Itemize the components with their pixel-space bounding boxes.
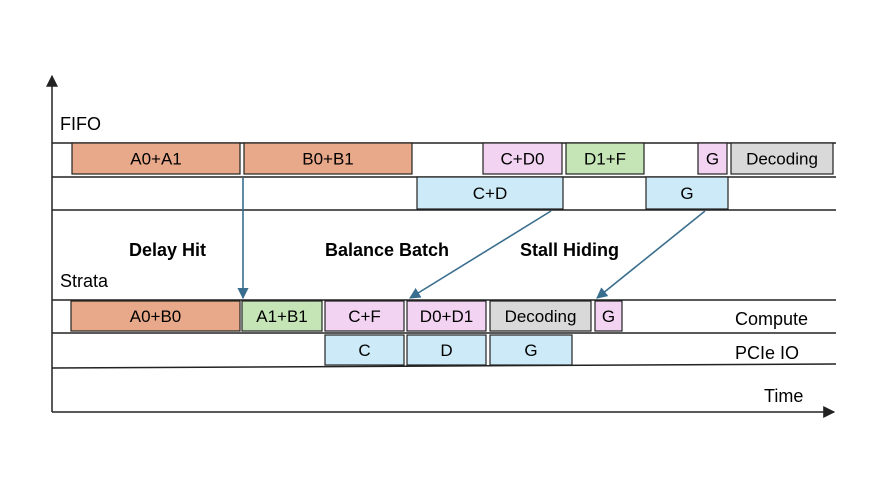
- strata-io-block-label-0: C: [358, 341, 370, 360]
- strata-compute-block-label-5: G: [602, 307, 615, 326]
- strata-compute-block-label-4: Decoding: [505, 307, 577, 326]
- fifo-io-block-label-0: C+D: [473, 184, 507, 203]
- fifo-compute-block-0: [71, 142, 241, 175]
- strata-compute-block-2: [324, 300, 405, 332]
- strata-compute-lane: A0+B0 A1+B1 C+F D0+D1 Decoding G: [70, 300, 623, 332]
- fifo-compute-block-1: [243, 142, 413, 175]
- delay-hit-annotation: Delay Hit: [129, 240, 206, 260]
- fifo-io-lane: C+D G: [416, 176, 729, 210]
- strata-compute-block-label-2: C+F: [348, 307, 381, 326]
- strata-compute-block-4: [489, 300, 592, 332]
- fifo-io-block-1: [645, 176, 729, 210]
- time-label: Time: [764, 386, 803, 406]
- fifo-compute-lane: A0+A1 B0+B1 C+D0 D1+F G Decoding: [71, 142, 834, 175]
- strata-compute-block-label-1: A1+B1: [256, 307, 308, 326]
- strata-compute-block-5: [594, 300, 623, 332]
- stall-hiding-annotation: Stall Hiding: [520, 240, 619, 260]
- strata-io-block-1: [406, 334, 487, 366]
- fifo-compute-block-label-5: Decoding: [746, 150, 818, 169]
- pcie-io-label: PCIe IO: [735, 343, 799, 363]
- balance-batch-arrow: [409, 210, 552, 299]
- strata-io-block-0: [324, 334, 405, 366]
- strata-io-block-label-1: D: [440, 341, 452, 360]
- fifo-compute-block-5: [730, 142, 834, 175]
- strata-io-block-2: [489, 334, 573, 366]
- fifo-compute-block-label-3: D1+F: [584, 150, 626, 169]
- fifo-compute-block-label-1: B0+B1: [302, 150, 354, 169]
- fifo-compute-block-2: [482, 142, 563, 175]
- strata-compute-block-3: [406, 300, 487, 332]
- strata-compute-block-label-0: A0+B0: [130, 307, 182, 326]
- balance-batch-annotation: Balance Batch: [325, 240, 449, 260]
- strata-label: Strata: [60, 271, 109, 291]
- fifo-compute-block-4: [697, 142, 728, 175]
- fifo-io-block-0: [416, 176, 564, 210]
- strata-compute-block-1: [241, 300, 323, 332]
- stall-hiding-arrow: [596, 210, 706, 299]
- strata-lane-bottom: [51, 363, 837, 369]
- fifo-io-block-label-1: G: [680, 184, 693, 203]
- compute-label: Compute: [735, 309, 808, 329]
- fifo-label: FIFO: [60, 114, 101, 134]
- fifo-compute-block-label-2: C+D0: [501, 150, 545, 169]
- fifo-compute-block-label-4: G: [706, 150, 719, 169]
- strata-compute-block-0: [70, 300, 241, 332]
- fifo-compute-block-label-0: A0+A1: [130, 150, 182, 169]
- strata-io-block-label-2: G: [524, 341, 537, 360]
- fifo-compute-block-3: [565, 142, 645, 175]
- strata-compute-block-label-3: D0+D1: [420, 307, 473, 326]
